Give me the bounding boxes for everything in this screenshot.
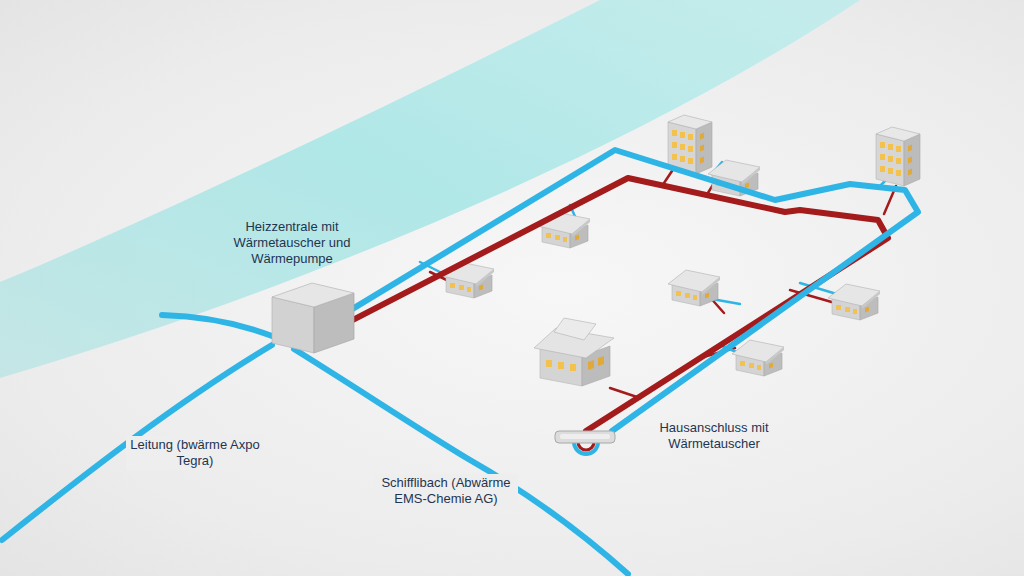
stream-label: Schifflibach (Abwärme EMS-Chemie AG)	[374, 474, 518, 508]
pipe-label: Leitung (bwärme Axpo Tegra)	[126, 436, 264, 470]
house-connection: Hausanschluss mit Wärmetauscher	[552, 420, 782, 464]
node-heading: Hausanschluss mit Wärmetauscher	[648, 420, 780, 452]
heating-plant-box	[270, 275, 356, 355]
supply-pipe	[353, 178, 888, 431]
heat-exchanger-symbol	[552, 428, 618, 468]
node-heading: Heizzentrale mit Wärmetauscher und Wärme…	[222, 219, 362, 267]
return-pipe	[353, 150, 918, 431]
heating-plant: Heizzentrale mit Wärmetauscher und Wärme…	[222, 219, 362, 355]
